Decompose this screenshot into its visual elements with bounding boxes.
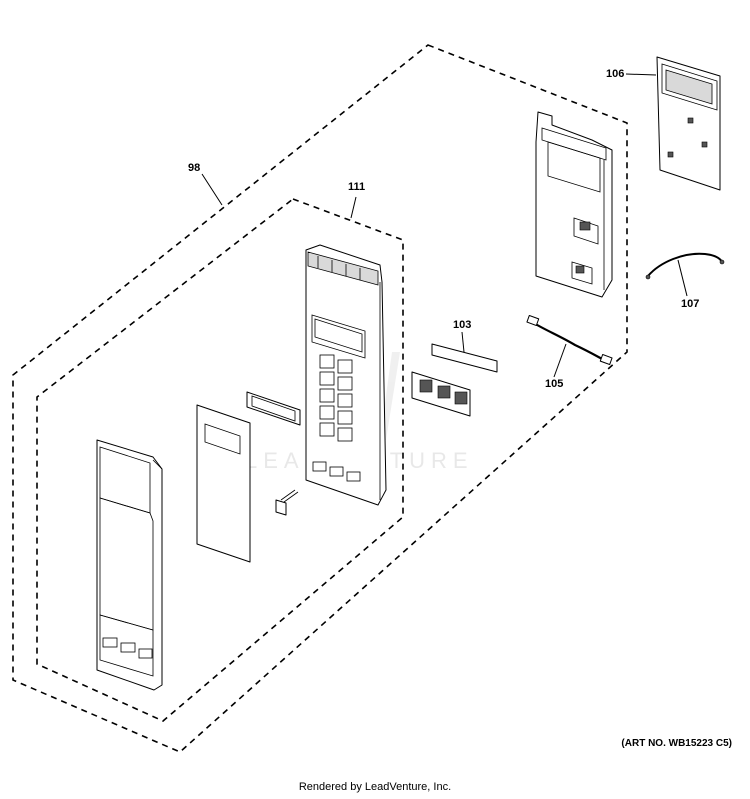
leader-111 (350, 196, 357, 219)
part-display-window (246, 391, 301, 426)
art-number: (ART NO. WB15223 C5) (621, 738, 732, 749)
part-103-board (431, 343, 498, 373)
assembly-111-boundary (36, 198, 404, 722)
callout-105: 105 (545, 378, 563, 390)
leader-103 (461, 331, 465, 353)
part-small-clip (275, 489, 299, 516)
callout-111: 111 (348, 181, 365, 193)
part-control-housing (305, 244, 387, 506)
callout-106: 106 (606, 68, 624, 80)
leader-98 (201, 173, 223, 206)
callout-98: 98 (188, 162, 200, 174)
part-membrane-panel (196, 404, 251, 563)
part-105-harness (526, 314, 613, 366)
assembly-98-boundary (12, 44, 628, 753)
leader-105 (553, 343, 567, 378)
part-door-frame (96, 439, 163, 691)
part-106-display-board (656, 56, 721, 191)
callout-107: 107 (681, 298, 699, 310)
part-control-bracket (535, 111, 613, 298)
leader-106 (625, 73, 657, 76)
part-107-wire (645, 252, 725, 280)
keypad-grid (319, 354, 353, 442)
callout-103: 103 (453, 319, 471, 331)
rendered-by-footer: Rendered by LeadVenture, Inc. (298, 781, 452, 793)
part-103-switch-block (411, 371, 471, 417)
leader-107 (677, 259, 688, 297)
